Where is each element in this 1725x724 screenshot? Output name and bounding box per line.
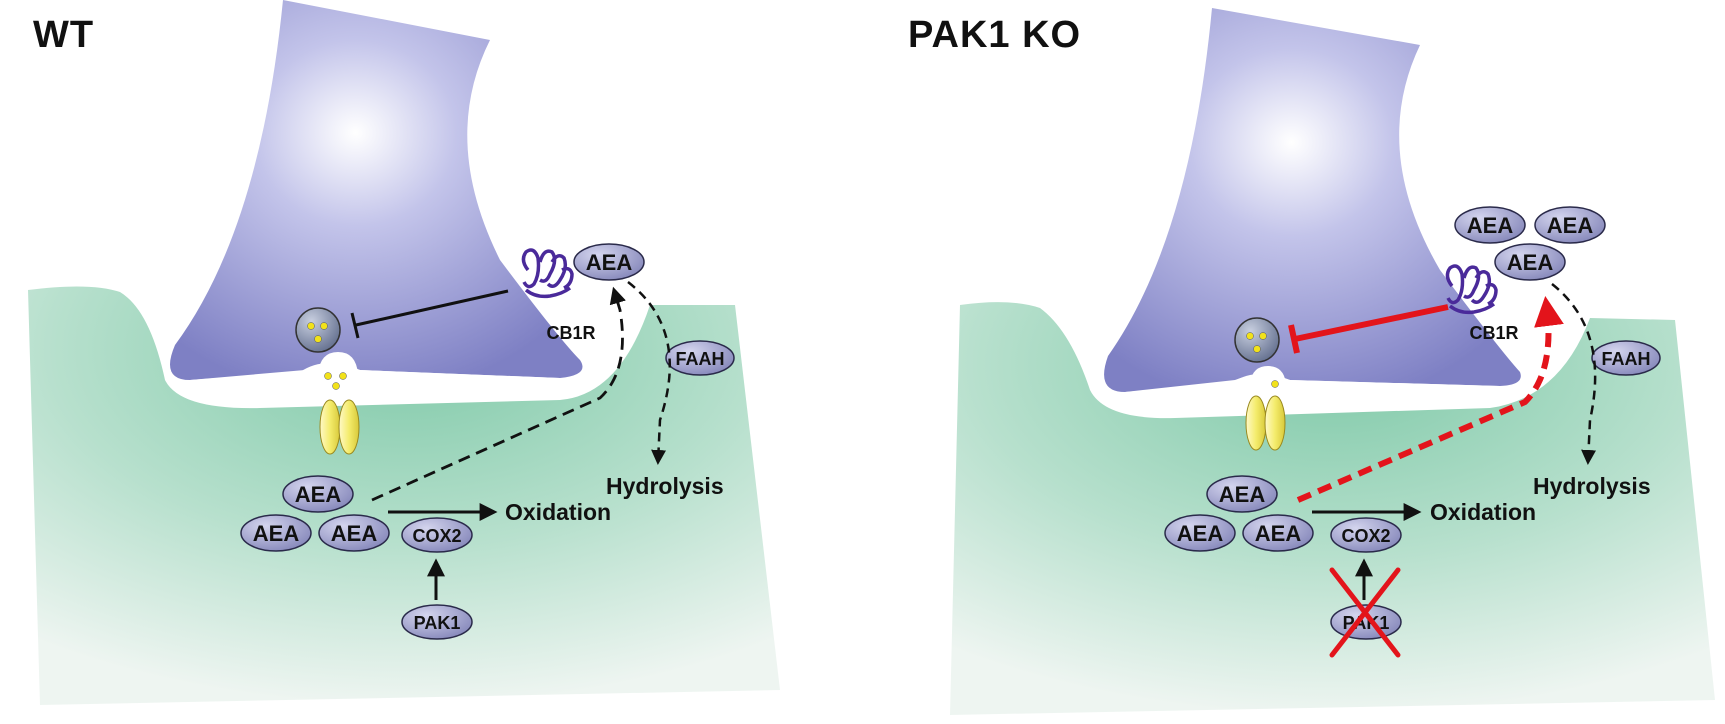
- ion-channel-icon: [1245, 395, 1286, 451]
- vesicle-icon: [1234, 317, 1280, 363]
- wt-aea-stack: AEA AEA AEA: [240, 475, 390, 552]
- ko-hydrolysis-label: Hydrolysis: [1533, 473, 1651, 499]
- ko-oxidation-label: Oxidation: [1430, 499, 1536, 525]
- ko-aea-top-label-2: AEA: [1547, 213, 1594, 238]
- wt-aea-molecule: AEA: [573, 243, 645, 281]
- cb1-receptor-icon: [521, 248, 574, 299]
- wt-presynaptic-terminal: [170, 0, 583, 380]
- wt-faah-enzyme: FAAH: [665, 340, 735, 376]
- cb1-receptor-icon: [1445, 264, 1498, 315]
- wt-cox2-label: COX2: [412, 526, 461, 546]
- wt-aea-stack-label-3: AEA: [331, 521, 378, 546]
- wt-aea-top-label: AEA: [586, 250, 633, 275]
- vesicle-icon: [295, 307, 341, 353]
- ko-aea-top-label-1: AEA: [1467, 213, 1514, 238]
- ko-aea-stack-label-3: AEA: [1255, 521, 1302, 546]
- ko-aea-transport-arrow: [1296, 296, 1564, 503]
- ko-panel-title: PAK1 KO: [908, 14, 1082, 56]
- wt-panel-title: WT: [33, 14, 95, 56]
- ko-aea-stack-label-2: AEA: [1177, 521, 1224, 546]
- ko-aea-stack-label-1: AEA: [1219, 482, 1266, 507]
- ko-cox2-label: COX2: [1341, 526, 1390, 546]
- ko-presynaptic-terminal: [1104, 8, 1521, 392]
- wt-postsynaptic-cell: [28, 286, 780, 705]
- ko-aea-top-label-3: AEA: [1507, 250, 1554, 275]
- wt-aea-stack-label-2: AEA: [253, 521, 300, 546]
- ko-cox2-enzyme: COX2: [1330, 517, 1402, 553]
- wt-oxidation-label: Oxidation: [505, 499, 611, 525]
- red-x-icon: [1329, 567, 1401, 658]
- ko-cb1r-inhibition: [1288, 304, 1449, 354]
- wt-panel: AEA CB1R FAAH Hydrolysis AEA AEA AEA Oxi…: [28, 0, 780, 705]
- wt-cb1r-label: CB1R: [546, 323, 595, 343]
- wt-cox2-enzyme: COX2: [401, 517, 473, 553]
- wt-aea-stack-label-1: AEA: [295, 482, 342, 507]
- wt-synaptic-cleft: [170, 360, 620, 402]
- released-neurotransmitter: [324, 372, 347, 390]
- ko-cb1r-label: CB1R: [1469, 323, 1518, 343]
- wt-pak1-label: PAK1: [414, 613, 461, 633]
- ko-aea-accumulation: AEA AEA AEA: [1454, 206, 1606, 281]
- wt-hydrolysis-arrow: [627, 281, 672, 465]
- released-neurotransmitter: [1271, 380, 1279, 388]
- ko-panel: AEA AEA AEA CB1R FAAH Hydrolysis AEA AEA…: [950, 8, 1715, 715]
- ko-aea-stack: AEA AEA AEA: [1164, 475, 1314, 552]
- wt-faah-label: FAAH: [676, 349, 725, 369]
- wt-aea-transport-arrow: [371, 286, 626, 502]
- wt-pak1-kinase: PAK1: [401, 604, 473, 640]
- ko-faah-enzyme: FAAH: [1591, 340, 1661, 376]
- wt-cb1r-inhibition: [350, 289, 509, 339]
- ion-channel-icon: [319, 399, 360, 455]
- ko-hydrolysis-arrow: [1551, 283, 1597, 465]
- wt-hydrolysis-label: Hydrolysis: [606, 473, 724, 499]
- ko-synaptic-cleft: [1105, 368, 1560, 415]
- ko-faah-label: FAAH: [1602, 349, 1651, 369]
